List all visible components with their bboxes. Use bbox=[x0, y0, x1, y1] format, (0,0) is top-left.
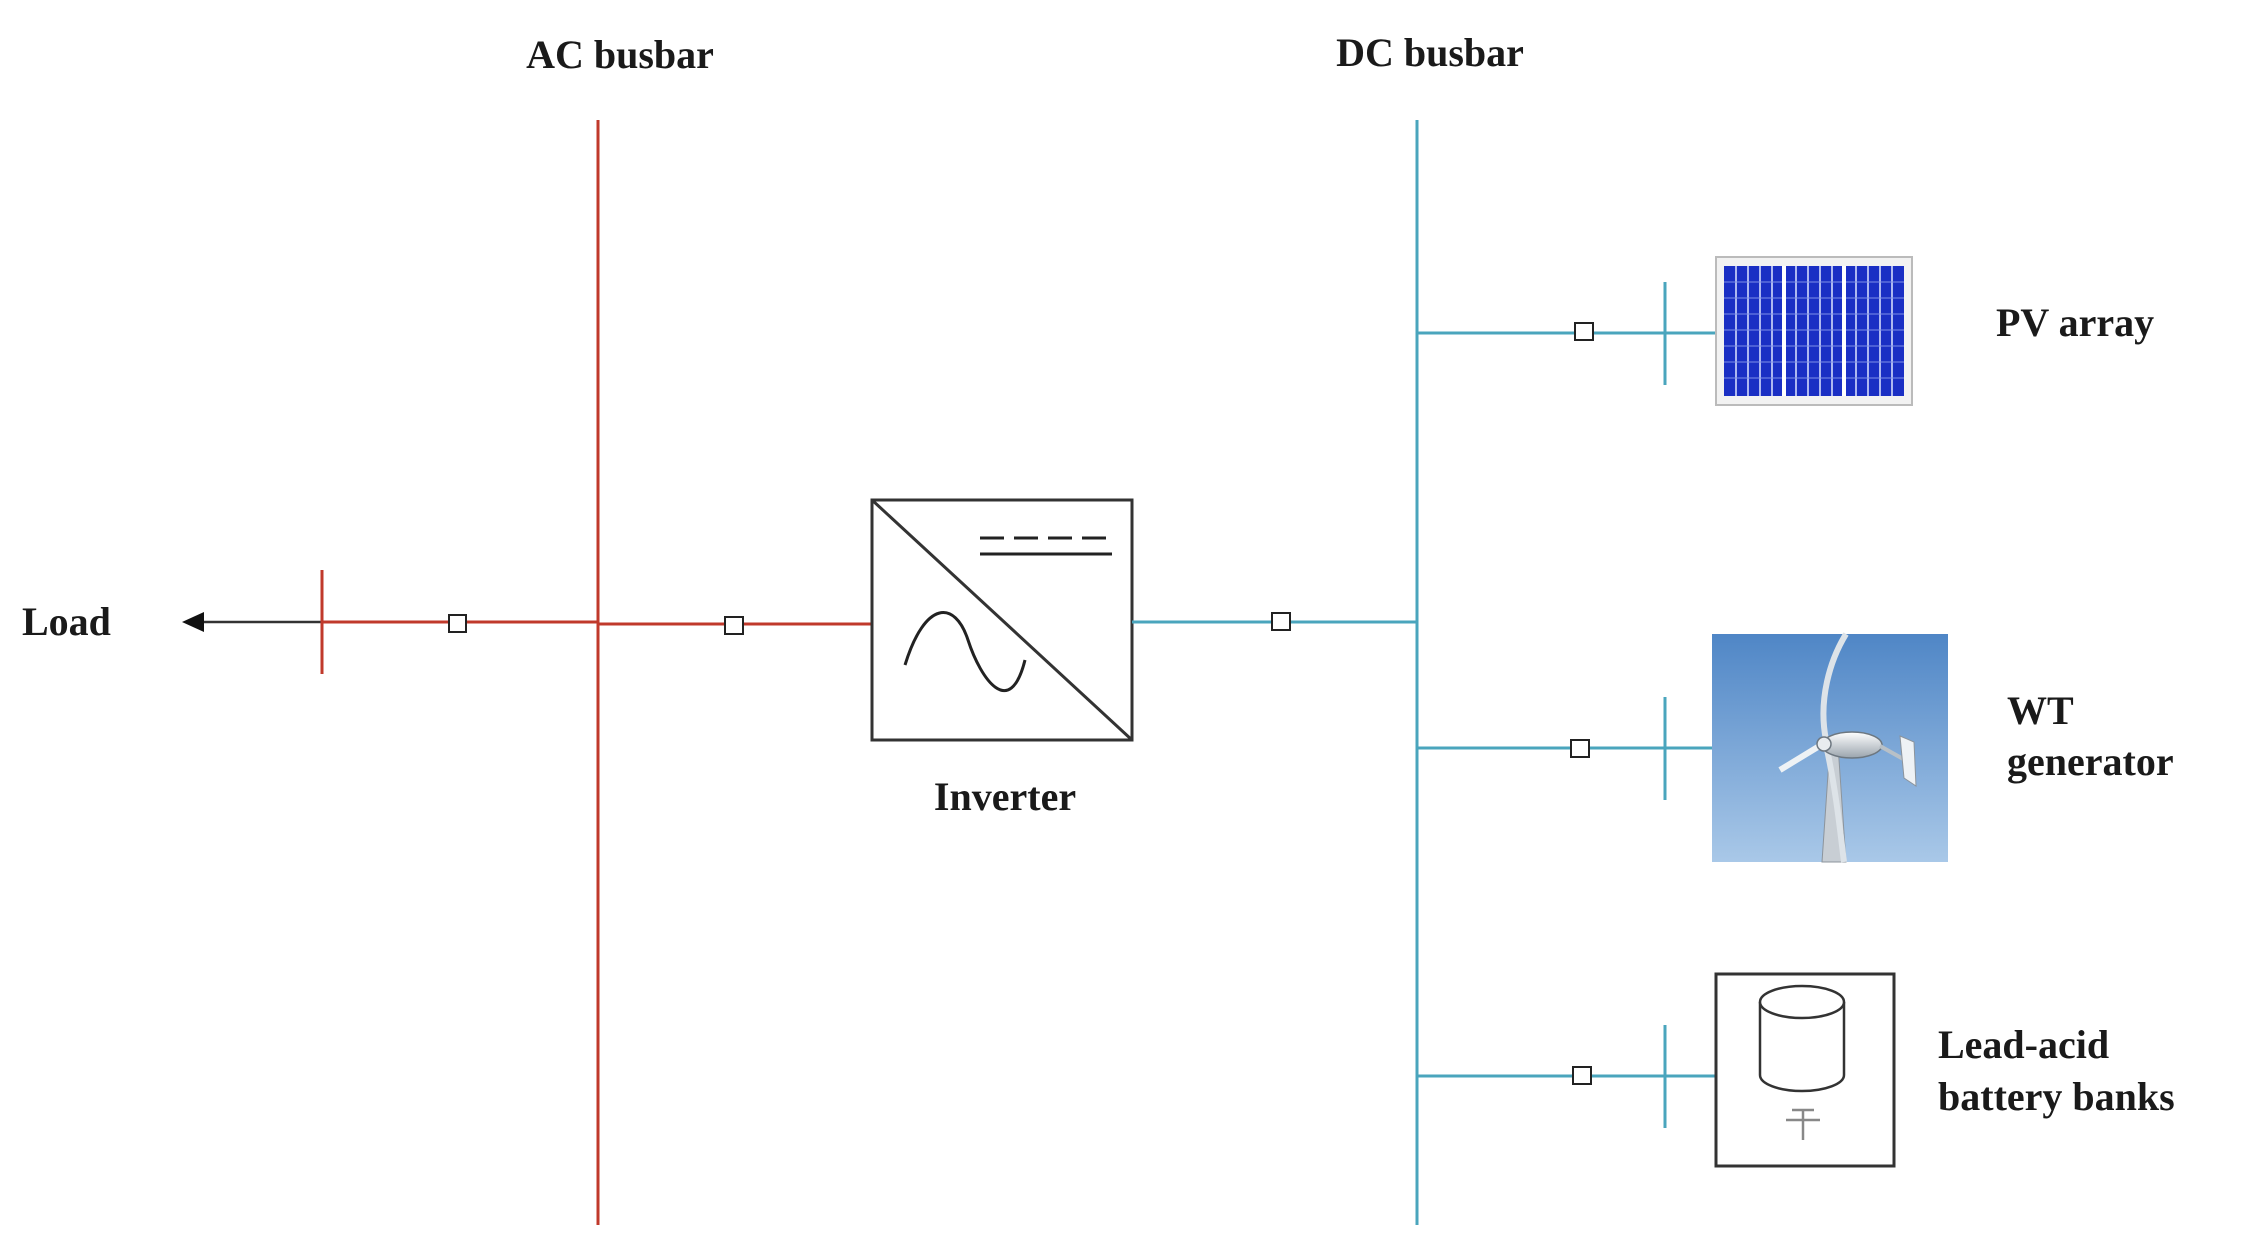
ac-inverter-breaker bbox=[724, 616, 744, 635]
wind-turbine-icon bbox=[1712, 632, 1948, 863]
ac-busbar-label: AC busbar bbox=[526, 32, 714, 77]
battery-branch bbox=[1417, 1025, 1716, 1128]
battery-breaker bbox=[1572, 1066, 1592, 1085]
pv-breaker bbox=[1574, 322, 1594, 341]
inverter-label: Inverter bbox=[934, 774, 1076, 819]
wt-branch bbox=[1417, 697, 1712, 800]
battery-label-line1: Lead-acid bbox=[1938, 1022, 2109, 1067]
wt-label-line1: WT bbox=[2007, 688, 2074, 733]
load-label: Load bbox=[22, 599, 111, 644]
load-breaker bbox=[448, 614, 467, 633]
inverter bbox=[870, 498, 1134, 742]
inverter-dc-link bbox=[1132, 612, 1417, 631]
ac-sine-icon bbox=[903, 611, 1027, 693]
pv-branch bbox=[1417, 282, 1718, 385]
dc-busbar-label: DC busbar bbox=[1336, 30, 1524, 75]
battery-label-line2: battery banks bbox=[1938, 1074, 2175, 1119]
pv-array-icon bbox=[1715, 256, 1913, 406]
battery-icon bbox=[1714, 972, 1896, 1168]
load-branch bbox=[182, 570, 598, 674]
ac-inverter-link bbox=[598, 616, 872, 635]
inverter-dc-breaker bbox=[1271, 612, 1291, 631]
wt-label-line2: generator bbox=[2007, 739, 2174, 784]
pv-array-label: PV array bbox=[1996, 300, 2154, 345]
load-arrow-icon bbox=[182, 612, 204, 632]
wt-breaker bbox=[1570, 739, 1590, 758]
